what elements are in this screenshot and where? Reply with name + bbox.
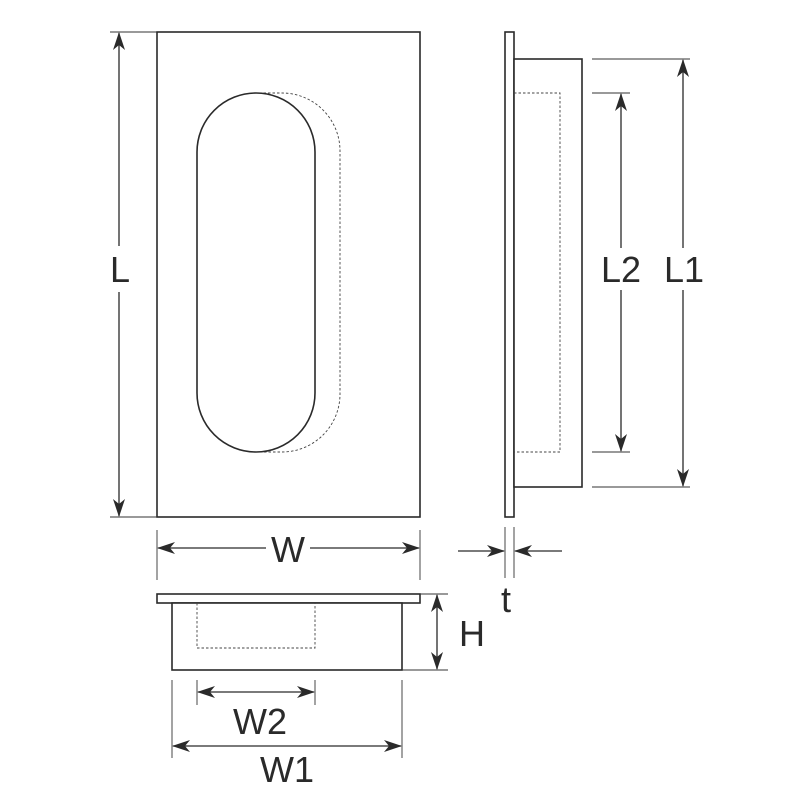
bottom-recess-hidden-edge [196, 603, 316, 649]
bottom-view: H W2 W1 [156, 593, 485, 790]
thickness-label-t: t [501, 579, 511, 620]
l2-label: L2 [601, 249, 641, 290]
width-label-W: W [271, 529, 305, 570]
w2-label: W2 [233, 701, 287, 742]
width-label-background [266, 528, 310, 568]
l2-label-background [597, 248, 645, 290]
length-label-background [104, 246, 136, 292]
front-slot-opening [196, 92, 316, 453]
l1-label: L1 [664, 249, 704, 290]
front-recess-hidden-edge [259, 92, 341, 453]
l1-label-background [662, 248, 706, 290]
length-label-L: L [110, 249, 130, 290]
side-flange-outline [504, 31, 515, 518]
side-recess-hidden-edge [514, 92, 561, 453]
bottom-body-outline [171, 602, 403, 671]
bottom-flange-outline [156, 593, 421, 604]
height-label-H: H [459, 613, 485, 654]
front-view: L W [104, 31, 421, 580]
side-body-outline [513, 58, 583, 488]
side-view: L2 L1 t [458, 31, 706, 620]
w1-label: W1 [260, 749, 314, 790]
